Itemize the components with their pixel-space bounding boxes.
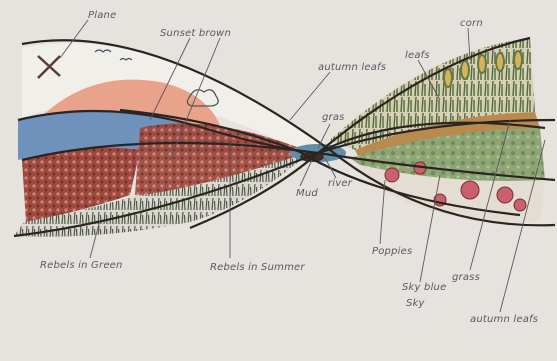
label-river: river [328,178,353,189]
label-corn: corn [460,18,483,29]
label-sky-blue: Sky blue [402,282,446,293]
label-autumn-leaves-bottom: autumn leafs [470,314,538,325]
label-rebels-in-summer: Rebels in Summer [210,262,305,273]
label-mud: Mud [296,188,318,199]
label-poppies: Poppies [372,246,412,257]
label-sunset-brown: Sunset brown [160,28,231,39]
label-leafs: leafs [405,50,430,61]
label-grass: gras [322,112,345,123]
label-plane: Plane [88,10,116,21]
label-rebels-in-green: Rebels in Green [40,260,123,271]
label-autumn-leaves-top: autumn leafs [318,62,386,73]
label-sky: Sky [406,298,426,309]
label-grass-right: grass [452,272,480,283]
